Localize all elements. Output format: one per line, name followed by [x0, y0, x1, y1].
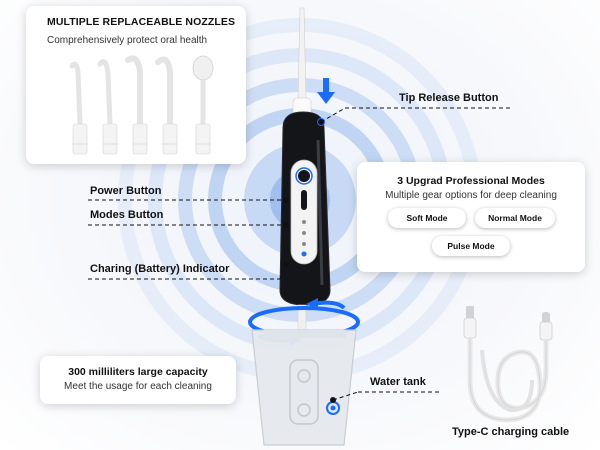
nozzle-panel-title: MULTIPLE REPLACEABLE NOZZLES	[47, 16, 236, 28]
modes-button-label: Modes Button	[90, 209, 164, 221]
power-button-label: Power Button	[90, 185, 162, 197]
capacity-panel-subtitle: Meet the usage for each cleaning	[64, 381, 212, 392]
modes-panel: 3 Upgrad Professional Modes Multiple gea…	[357, 162, 585, 272]
capacity-panel: 300 milliliters large capacity Meet the …	[40, 356, 236, 404]
nozzle-panel: MULTIPLE REPLACEABLE NOZZLES Comprehensi…	[26, 6, 246, 164]
soft-mode-button[interactable]: Soft Mode	[388, 208, 466, 228]
nozzle-icon	[69, 55, 214, 155]
tip-release-label: Tip Release Button	[399, 92, 499, 104]
modes-panel-subtitle: Multiple gear options for deep cleaning	[385, 190, 557, 201]
capacity-panel-title: 300 milliliters large capacity	[68, 366, 208, 378]
water-tank-label: Water tank	[370, 376, 426, 388]
charging-indicator-label: Charing (Battery) Indicator	[90, 263, 230, 275]
modes-panel-title: 3 Upgrad Professional Modes	[397, 175, 545, 187]
arrow-down-icon	[317, 78, 335, 104]
pulse-mode-button[interactable]: Pulse Mode	[432, 236, 510, 256]
nozzle-panel-subtitle: Comprehensively protect oral health	[47, 35, 208, 46]
cable-label: Type-C charging cable	[452, 426, 570, 438]
normal-mode-button[interactable]: Normal Mode	[475, 208, 555, 228]
